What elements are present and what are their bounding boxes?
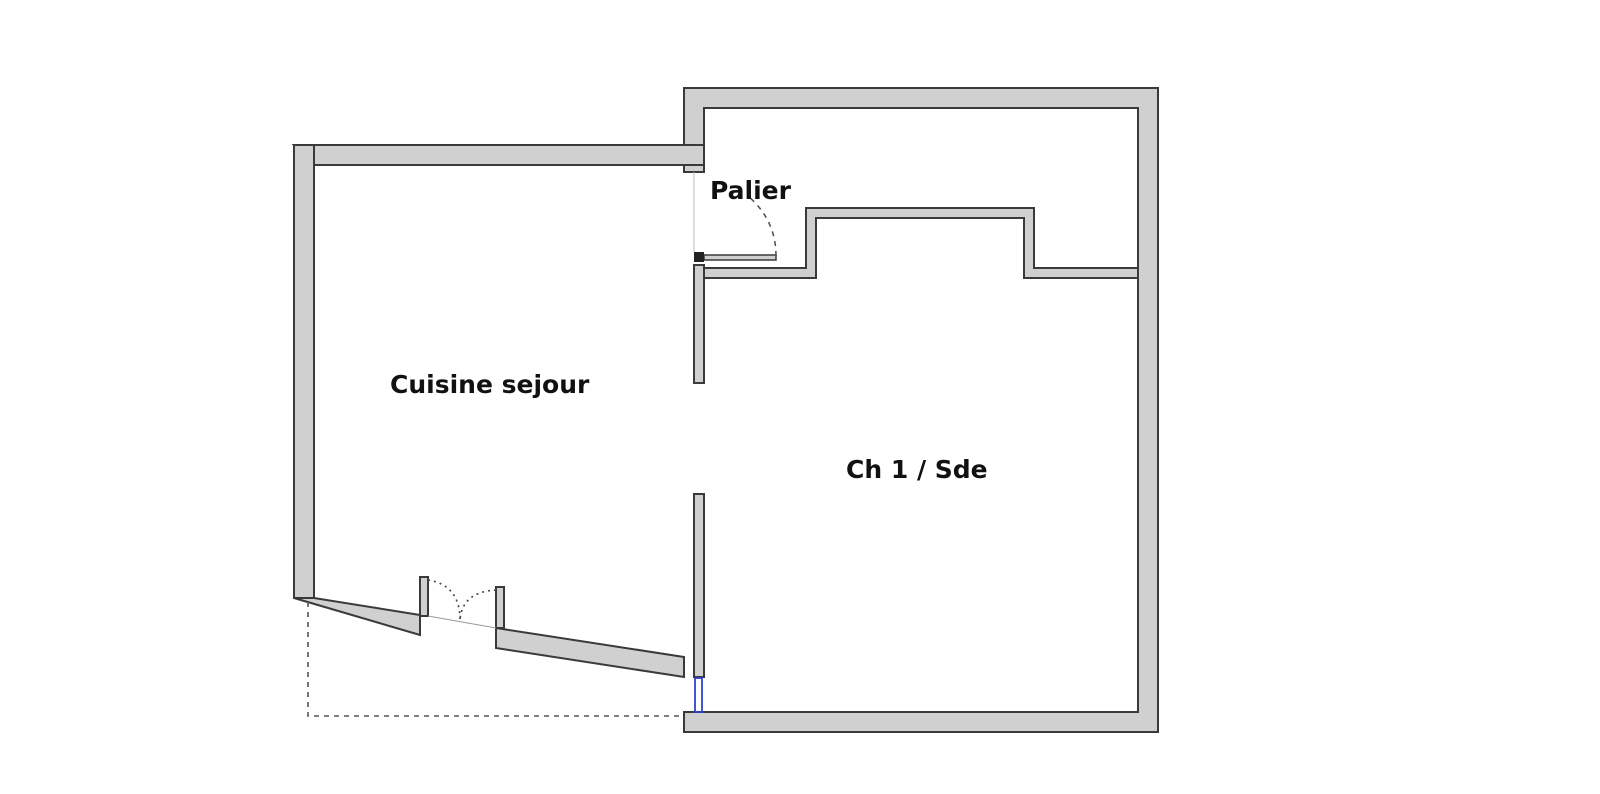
dashed-outline [307, 602, 684, 717]
wall-left-top [291, 144, 705, 166]
palier-door-swing [747, 195, 777, 257]
door-jamb-right [495, 586, 505, 629]
palier-door-hinge [694, 252, 704, 262]
palier-door-panel [703, 254, 777, 261]
door-jamb-left [419, 576, 429, 617]
door-swing-left [427, 579, 461, 621]
wall-bottom-slant-left [293, 597, 421, 637]
wall-left-side [293, 144, 315, 599]
room-label-chambre: Ch 1 / Sde [846, 455, 988, 484]
room-label-palier: Palier [710, 176, 791, 205]
window-blue [694, 677, 703, 713]
wall-partition-lower [693, 493, 705, 678]
room-label-cuisine: Cuisine sejour [390, 370, 590, 399]
door-threshold [427, 615, 497, 629]
wall-right-block-outer [683, 87, 1159, 733]
wall-palier-divider [703, 207, 1139, 279]
door-swing-right [459, 589, 497, 621]
wall-partition-upper [693, 264, 705, 384]
wall-bottom-slant-right [495, 626, 685, 679]
